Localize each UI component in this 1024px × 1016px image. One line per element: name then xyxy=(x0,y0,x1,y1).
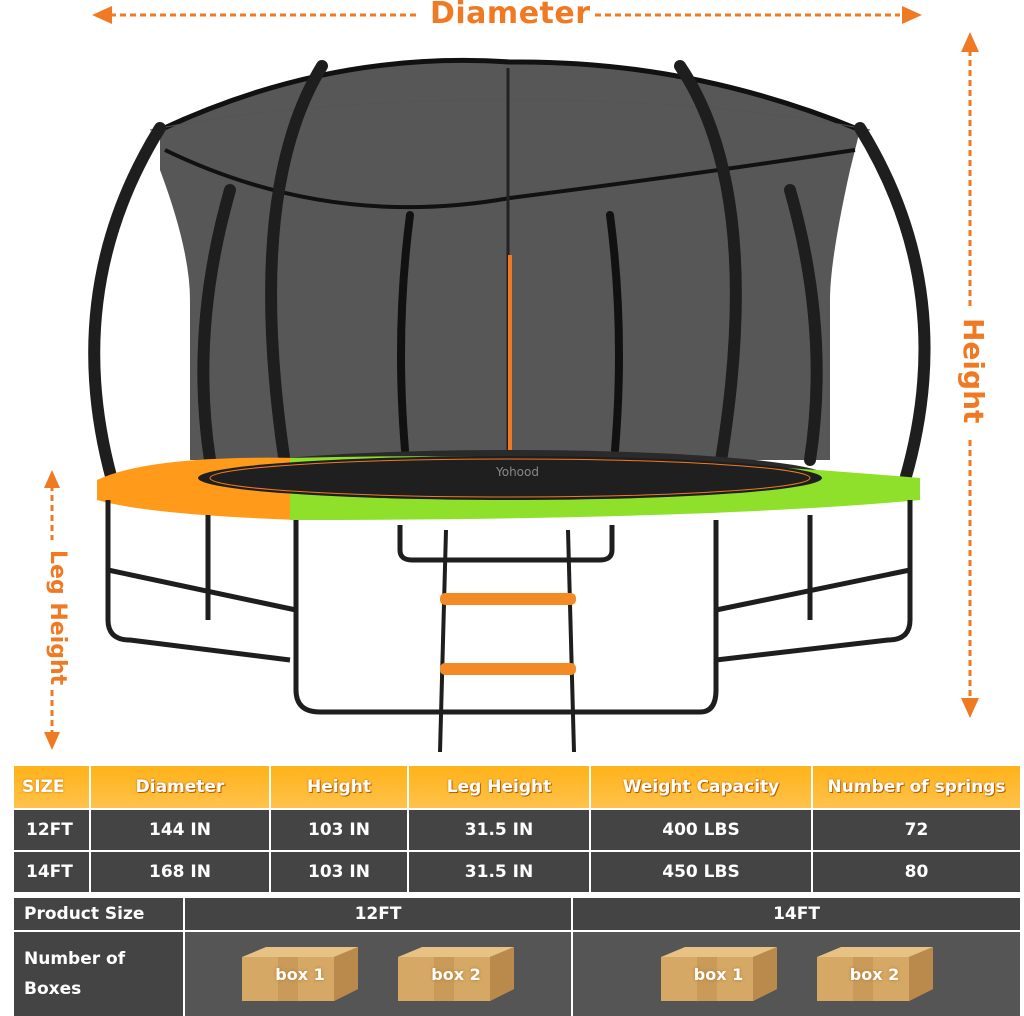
box-label: box 1 xyxy=(275,965,325,984)
box-icon: box 1 xyxy=(657,943,781,1005)
box-icon: box 2 xyxy=(394,943,518,1005)
box-label: box 2 xyxy=(849,965,900,984)
boxes-table: Product Size 12FT 14FT Number of Boxes b… xyxy=(14,898,1022,1016)
pole xyxy=(854,122,931,486)
size-14ft: 14FT xyxy=(573,898,1022,930)
arrow-up-icon xyxy=(961,32,979,52)
table-row: 12FT 144 IN 103 IN 31.5 IN 400 LBS 72 xyxy=(14,808,1022,850)
pole xyxy=(265,60,328,501)
size-cell: 12FT xyxy=(14,808,91,850)
box-label: box 2 xyxy=(431,965,481,984)
brand-logo: Yohood xyxy=(495,465,539,479)
weight-capacity-cell: 450 LBS xyxy=(591,850,813,892)
leg xyxy=(715,500,913,663)
spec-header-cell: Leg Height xyxy=(409,766,591,808)
leg-height-cell: 31.5 IN xyxy=(409,850,591,892)
arrow-right-icon xyxy=(902,6,922,24)
pole xyxy=(88,122,166,486)
leg xyxy=(293,520,719,715)
dimension-arrows xyxy=(44,6,979,750)
weight-capacity-cell: 400 LBS xyxy=(591,808,813,850)
ladder xyxy=(438,529,576,753)
boxes-12ft: box 1 box 2 xyxy=(185,930,573,1016)
product-size-label: Product Size xyxy=(14,898,185,930)
spec-table: SIZE Diameter Height Leg Height Weight C… xyxy=(14,766,1022,892)
arrow-down-icon xyxy=(961,698,979,718)
spec-header-cell: Height xyxy=(271,766,409,808)
number-of-boxes-label: Number of Boxes xyxy=(14,930,185,1016)
spec-header-cell: Number of springs xyxy=(813,766,1022,808)
trampoline-image: Yohood xyxy=(88,57,931,753)
diameter-label: Diameter xyxy=(430,0,591,31)
table-row: 14FT 168 IN 103 IN 31.5 IN 450 LBS 80 xyxy=(14,850,1022,892)
diameter-cell: 168 IN xyxy=(91,850,271,892)
pole xyxy=(197,184,236,466)
spec-header-cell: Diameter xyxy=(91,766,271,808)
number-of-boxes-row: Number of Boxes box 1 box 2 box 1 xyxy=(14,930,1022,1016)
box-icon: box 1 xyxy=(238,943,362,1005)
pole xyxy=(784,184,823,466)
spec-header-row: SIZE Diameter Height Leg Height Weight C… xyxy=(14,766,1022,808)
diameter-cell: 144 IN xyxy=(91,808,271,850)
pole xyxy=(674,60,742,501)
spec-header-cell: SIZE xyxy=(14,766,91,808)
leg-height-cell: 31.5 IN xyxy=(409,808,591,850)
box-icon: box 2 xyxy=(813,943,937,1005)
arrow-up-icon xyxy=(44,470,60,488)
arrow-left-icon xyxy=(92,6,112,24)
height-cell: 103 IN xyxy=(271,808,409,850)
size-cell: 14FT xyxy=(14,850,91,892)
boxes-14ft: box 1 box 2 xyxy=(573,930,1022,1016)
springs-cell: 72 xyxy=(813,808,1022,850)
box-label: box 1 xyxy=(693,965,744,984)
springs-cell: 80 xyxy=(813,850,1022,892)
size-12ft: 12FT xyxy=(185,898,573,930)
arrow-down-icon xyxy=(44,732,60,750)
leg xyxy=(105,500,291,663)
product-size-row: Product Size 12FT 14FT xyxy=(14,898,1022,930)
spec-header-cell: Weight Capacity xyxy=(591,766,813,808)
height-cell: 103 IN xyxy=(271,850,409,892)
